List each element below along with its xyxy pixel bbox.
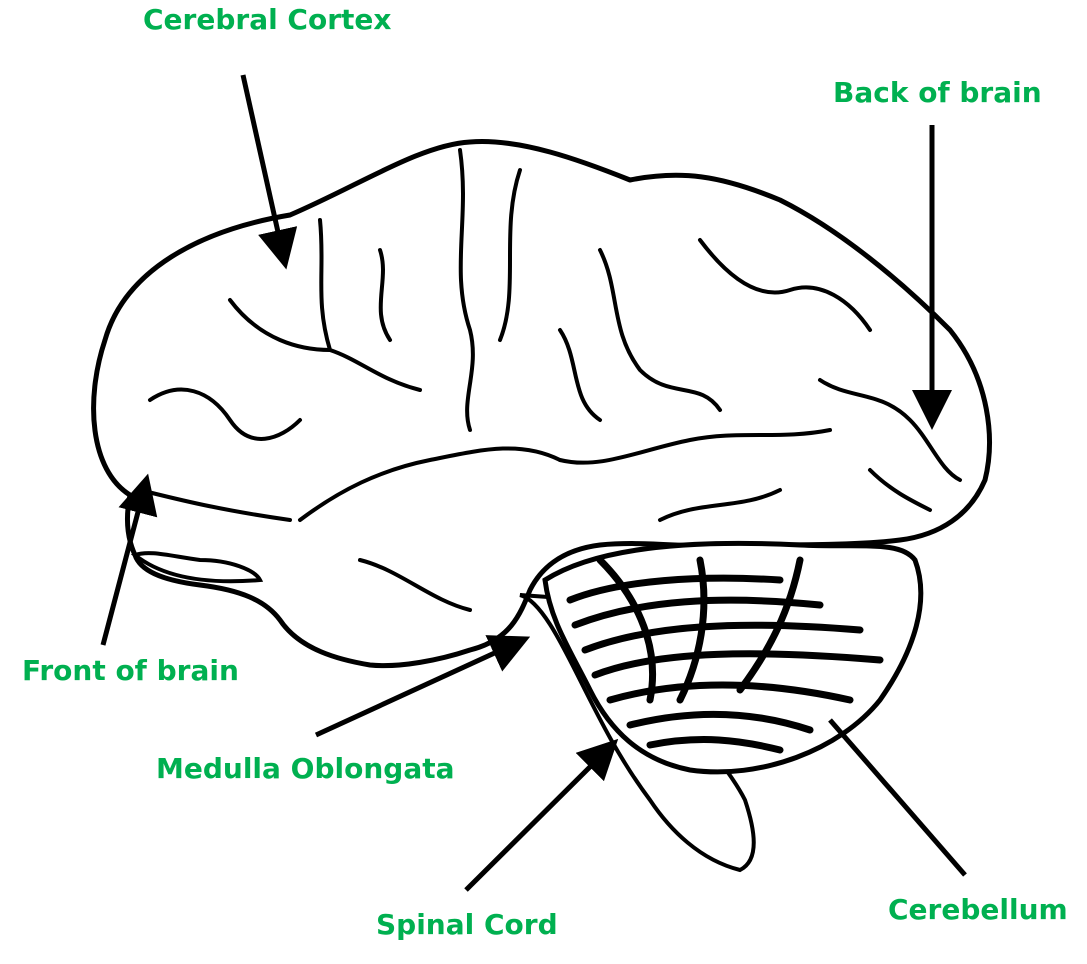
arrow-spinal-cord: [464, 738, 619, 892]
arrow-cerebral-cortex: [240, 74, 298, 270]
arrow-medulla-oblongata: [314, 635, 531, 738]
label-back-of-brain: Back of brain: [833, 76, 1042, 109]
cerebellum: [542, 540, 924, 775]
label-cerebral-cortex: Cerebral Cortex: [143, 3, 392, 36]
label-arrows: [100, 74, 967, 892]
cerebrum: [91, 139, 992, 669]
temporal-underside: [130, 551, 264, 584]
label-medulla-oblongata: Medulla Oblongata: [156, 752, 455, 785]
arrow-cerebellum: [828, 718, 967, 877]
label-spinal-cord: Spinal Cord: [376, 908, 558, 941]
label-cerebellum: Cerebellum: [888, 893, 1068, 926]
arrow-front-of-brain: [100, 473, 158, 646]
brain-folds: [138, 148, 962, 612]
label-front-of-brain: Front of brain: [22, 654, 239, 687]
